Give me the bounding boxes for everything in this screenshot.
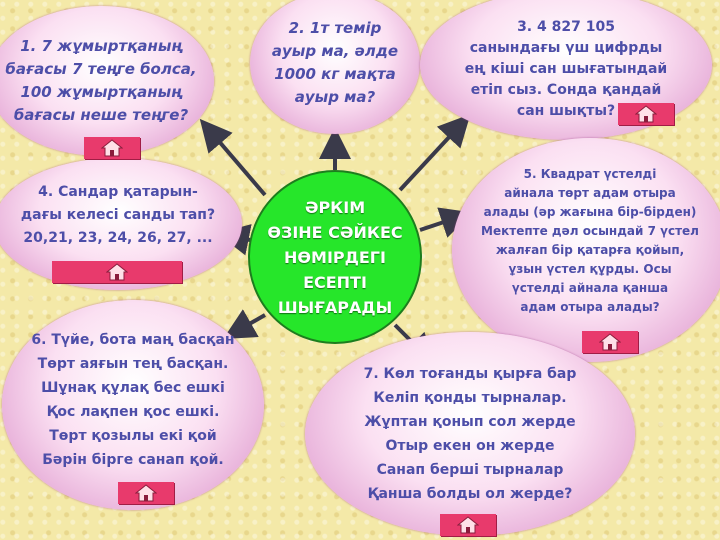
question-1-bubble: 1. 7 жұмыртқаның бағасы 7 теңге болса, 1… [0,6,214,156]
question-4-text: 4. Сандар қатарын- дағы келесі санды тап… [20,183,216,246]
arrow-to-q1 [199,118,267,197]
home-button-q5[interactable] [582,331,638,353]
question-5-text: 5. Квадрат үстелді айнала төрт адам отыр… [481,167,699,314]
question-7-text: 7. Көл тоғанды қырға бар Келіп қонды тыр… [363,366,577,502]
home-button-q4[interactable] [52,261,182,283]
question-6-bubble: 6. Түйе, бота маң басқан Төрт аяғын тең … [2,300,264,510]
question-4-bubble: 4. Сандар қатарын- дағы келесі санды тап… [0,158,242,290]
home-button-q1[interactable] [84,137,140,159]
question-7-bubble: 7. Көл тоғанды қырға бар Келіп қонды тыр… [305,332,635,536]
question-3-text: 3. 4 827 105 санындағы үш цифрды ең кіші… [464,18,668,119]
question-2-bubble: 2. 1т темір ауыр ма, әлде 1000 кг мақта … [250,0,420,134]
home-icon [457,516,479,534]
arrow-to-q6 [223,309,266,339]
home-button-q6[interactable] [118,482,174,504]
home-icon [135,484,157,502]
home-button-q3[interactable] [618,103,674,125]
home-icon [106,263,128,281]
home-button-q7[interactable] [440,514,496,536]
home-icon [599,333,621,351]
question-1-text: 1. 7 жұмыртқаның бағасы 7 теңге болса, 1… [5,37,197,124]
center-instruction: ӘРКІМ ӨЗІНЕ СӘЙКЕС НӨМІРДЕГІ ЕСЕПТІ ШЫҒА… [248,170,422,344]
home-icon [635,105,657,123]
question-6-text: 6. Түйе, бота маң басқан Төрт аяғын тең … [31,332,235,468]
home-icon [101,139,123,157]
question-2-text: 2. 1т темір ауыр ма, әлде 1000 кг мақта … [271,19,399,106]
question-5-bubble: 5. Квадрат үстелді айнала төрт адам отыр… [452,138,720,362]
center-instruction-text: ӘРКІМ ӨЗІНЕ СӘЙКЕС НӨМІРДЕГІ ЕСЕПТІ ШЫҒА… [267,197,403,317]
arrow-to-q3 [398,114,471,192]
